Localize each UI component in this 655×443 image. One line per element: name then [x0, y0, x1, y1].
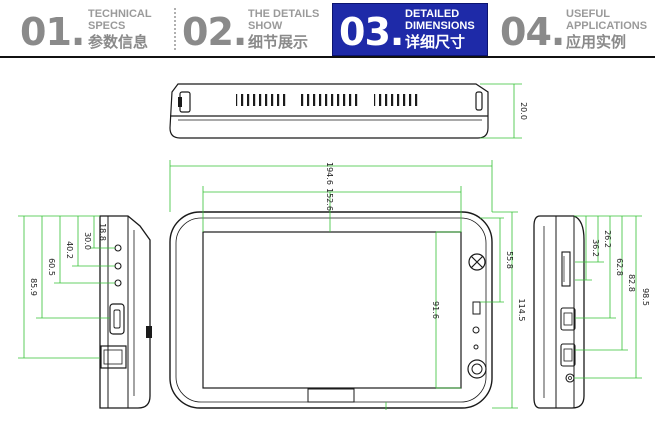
dim-front-height-screen: 91.6 — [431, 301, 440, 319]
left-side-dims — [18, 215, 115, 359]
header-divider — [0, 56, 655, 58]
dim-right-d2: 62.8 — [615, 258, 624, 276]
top-view — [169, 83, 489, 139]
tab-number: 01. — [20, 10, 85, 54]
dim-right-d1: 82.8 — [627, 274, 636, 292]
right-side-dims — [574, 215, 642, 379]
dim-left-d2: 40.2 — [65, 241, 74, 259]
tab-number: 04. — [500, 10, 565, 54]
tab-chinese-label: 应用实例 — [566, 33, 627, 51]
front-view — [169, 211, 493, 409]
tab-chinese-label: 细节展示 — [248, 33, 309, 51]
tab-bar: 01. TECHNICAL SPECS 参数信息 02. THE DETAILS… — [0, 0, 655, 56]
dim-front-height-total: 114.5 — [517, 299, 526, 322]
tab-useful-applications[interactable]: 04. USEFUL APPLICATIONS 应用实例 — [500, 4, 650, 54]
dim-front-width-screen: 152.6 — [325, 188, 334, 211]
front-dims — [169, 160, 518, 410]
tab-english-label: THE DETAILS SHOW — [248, 8, 320, 32]
tab-english-label: USEFUL APPLICATIONS — [566, 8, 648, 32]
dim-right-d4: 36.2 — [591, 239, 600, 257]
tab-english-label: TECHNICAL SPECS — [88, 8, 152, 32]
tab-english-label: DETAILED DIMENSIONS — [405, 8, 475, 32]
dim-right-total: 98.5 — [641, 288, 650, 306]
tab-chinese-label: 参数信息 — [88, 33, 149, 51]
tab-separator — [174, 8, 176, 50]
dim-left-d3: 30.0 — [83, 232, 92, 250]
right-side-view — [533, 215, 585, 409]
tab-number: 03. — [339, 10, 404, 54]
tab-number: 02. — [182, 10, 247, 54]
tab-details-show[interactable]: 02. THE DETAILS SHOW 细节展示 — [182, 4, 332, 54]
dim-left-d4: 18.8 — [98, 223, 107, 241]
top-thickness-dim — [480, 83, 522, 139]
dim-left-total: 85.9 — [29, 278, 38, 296]
dim-front-button-offset: 55.8 — [505, 251, 514, 269]
dim-top-thickness: 20.0 — [519, 102, 528, 120]
left-side-view — [99, 215, 152, 409]
dim-left-d1: 60.5 — [47, 258, 56, 276]
tab-technical-specs[interactable]: 01. TECHNICAL SPECS 参数信息 — [20, 4, 170, 54]
tab-chinese-label: 详细尺寸 — [405, 33, 466, 51]
tab-detailed-dimensions[interactable]: 03. DETAILED DIMENSIONS 详细尺寸 — [332, 3, 488, 56]
dim-right-d3: 26.2 — [603, 230, 612, 248]
dim-front-width-total: 194.6 — [325, 162, 334, 185]
